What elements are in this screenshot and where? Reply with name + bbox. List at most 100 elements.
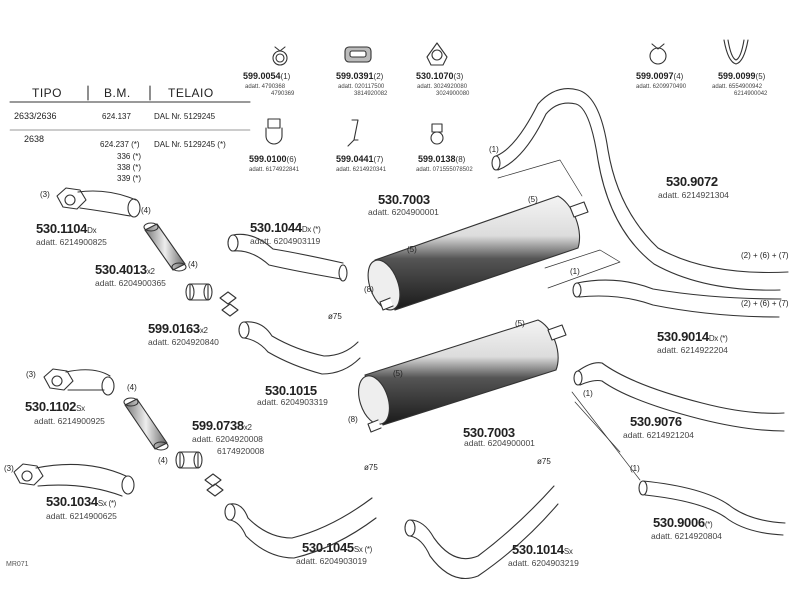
small-part-adatt: adatt. 6554900942 [712,84,763,90]
part-adatt: adatt. 6204903019 [296,556,367,566]
callout-1: (1) [489,145,499,154]
small-part-adatt: 3024900080 [436,91,470,97]
part-number: 530.9076 [630,414,682,429]
callout-5: (5) [515,319,525,328]
part-number: 530.9006(*) [653,515,713,530]
muffler-lower [358,319,567,433]
callout-3: (3) [40,190,50,199]
callout-1: (1) [583,389,593,398]
small-part-number: 599.0097(4) [636,71,684,81]
small-part-adatt: adatt. 071555078502 [416,167,473,173]
part-adatt: adatt. 6214921204 [623,430,694,440]
part-adatt: adatt. 6204900365 [95,278,166,288]
sleeve-top [185,283,213,301]
part-number: 530.7003 [378,192,430,207]
callout-3: (3) [4,464,14,473]
part-number: 530.9014Dx (*) [657,329,728,344]
small-part-number: 599.0441(7) [336,154,384,164]
guide-lines [497,159,641,481]
pipe-530-1045 [224,497,377,559]
row2-bm-extra-3: 339 (*) [117,174,142,183]
part-adatt: adatt. 6214921304 [658,190,729,200]
bracket-icon [347,119,359,147]
callout-8: (8) [348,415,358,424]
row1-bm: 624.137 [102,112,131,121]
tail-pipe-530-9006 [638,480,786,536]
u-hook-icon [723,39,749,65]
sleeve-bottom [175,451,203,469]
callout-4: (4) [127,383,137,392]
clamp-ring-icon [272,46,288,66]
part-adatt: adatt. 6204903119 [250,236,321,246]
small-part-adatt: adatt. 6174922841 [249,167,300,173]
part-adatt: adatt. 6214900625 [46,511,117,521]
small-part-number: 530.1070(3) [416,71,464,81]
pipe-530-1014 [404,485,559,580]
part-number: 530.1104Dx [36,221,97,236]
row2-telaio: DAL Nr. 5129245 (*) [154,140,226,149]
small-part-adatt: adatt. 6214920341 [336,167,387,173]
part-adatt: adatt. 6214900825 [36,237,107,247]
part-number: 530.1102Sx [25,399,85,414]
part-number: 599.0163x2 [148,321,208,336]
pipe-530-1015 [238,321,361,375]
callout-1: (1) [630,464,640,473]
callout-8: (8) [364,285,374,294]
part-number: 530.9072 [666,174,718,189]
part-number: 530.1044Dx (*) [250,220,321,235]
rubber-mount-icon [344,46,372,63]
small-part-adatt: adatt. 3024920080 [417,84,468,90]
part-adatt: adatt. 6204903219 [508,558,579,568]
callout-combo: (2) + (6) + (7) [741,299,789,308]
flex-pipe-bottom [123,397,169,451]
muffler-upper [367,195,589,311]
spring-clip-icon [649,43,667,65]
callout-5: (5) [393,369,403,378]
callout-5: (5) [407,245,417,254]
row2-tipo: 2638 [24,134,45,144]
flange-gasket-icon [426,42,448,66]
callout-4: (4) [188,260,198,269]
row2-bm-extra-2: 338 (*) [117,163,142,172]
diameter-75: ø75 [364,463,378,472]
small-part-number: 599.0100(6) [249,154,297,164]
small-part-number: 599.0138(8) [418,154,466,164]
callout-3: (3) [26,370,36,379]
clamp-bottom [204,473,224,497]
diameter-75: ø75 [537,457,551,466]
pipe-530-1044 [227,233,348,282]
part-number: 599.0738x2 [192,418,252,433]
part-number: 530.4013x2 [95,262,155,277]
strap-clamp-icon [265,118,283,145]
small-part-adatt: adatt. 4790368 [245,84,286,90]
part-adatt: adatt. 6204920008 [192,434,263,444]
part-adatt: adatt. 6214922204 [657,345,728,355]
table-lines [9,85,251,131]
table-header-bm: B.M. [104,86,131,100]
row1-tipo: 2633/2636 [14,111,57,121]
callout-combo: (2) + (6) + (7) [741,251,789,260]
small-part-number: 599.0391(2) [336,71,384,81]
diameter-75: ø75 [328,312,342,321]
diagram-code: MR071 [6,561,29,568]
callout-4: (4) [141,206,151,215]
manifold-pipe-sx [43,368,115,396]
small-part-number: 599.0099(5) [718,71,766,81]
tail-pipe-530-9076 [573,362,785,432]
flex-pipe-top [143,222,187,272]
callout-1: (1) [570,267,580,276]
small-part-adatt: adatt. 6209970490 [636,84,687,90]
part-adatt: adatt. 6204900001 [464,438,535,448]
small-part-number: 599.0054(1) [243,71,291,81]
part-adatt: 6174920008 [217,446,265,456]
row1-telaio: DAL Nr. 5129245 [154,112,216,121]
part-adatt: adatt. 6214920804 [651,531,722,541]
callout-5: (5) [528,195,538,204]
pipe-clamp-icon [430,123,444,145]
clamp-top [219,291,239,317]
part-number: 530.7003 [463,425,515,440]
part-adatt: adatt. 6214900925 [34,416,105,426]
part-adatt: adatt. 6204900001 [368,207,439,217]
tail-pipe-530-9014 [572,279,782,318]
